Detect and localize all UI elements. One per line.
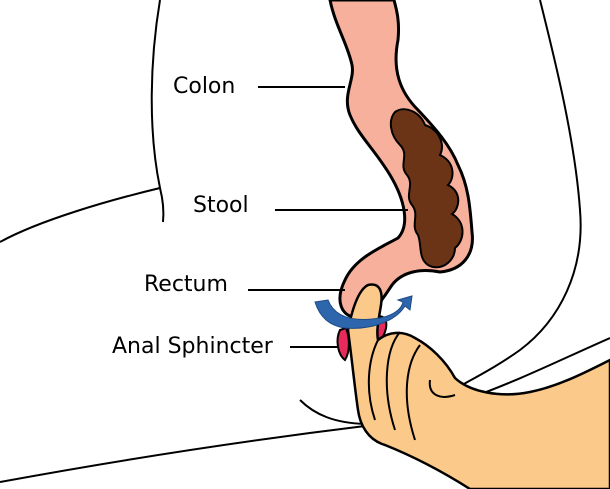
leader-lines xyxy=(248,86,408,348)
stool xyxy=(389,108,464,269)
finger-creases xyxy=(367,331,456,441)
label-stool: Stool xyxy=(193,193,249,218)
label-anal-sphincter: Anal Sphincter xyxy=(112,334,273,359)
colon xyxy=(328,0,474,320)
label-colon: Colon xyxy=(173,74,236,99)
label-rectum: Rectum xyxy=(144,272,228,297)
arrow-icon xyxy=(314,295,413,329)
